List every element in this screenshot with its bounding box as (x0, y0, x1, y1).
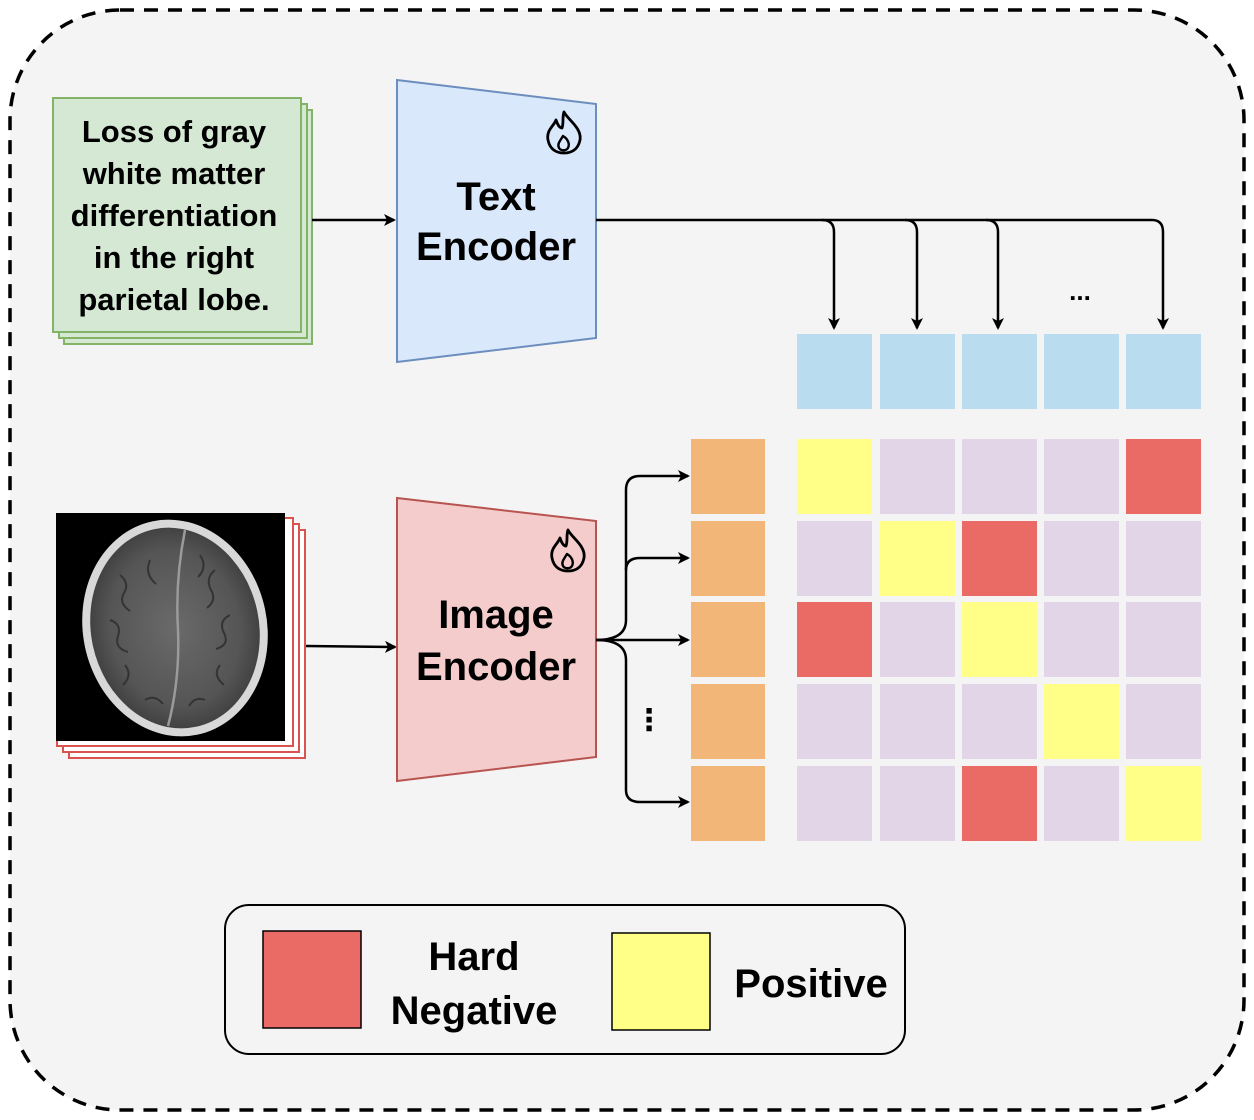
matrix-cell-neutral (1126, 684, 1201, 759)
matrix-cell-neutral (880, 439, 955, 514)
image-embedding-connectors (595, 470, 690, 808)
image-embedding (691, 766, 765, 841)
matrix-cell-neutral (1044, 766, 1119, 841)
legend-box (224, 904, 906, 1055)
matrix-cell-neutral (1044, 602, 1119, 677)
image-embedding (691, 684, 765, 759)
brain-ct-scan (56, 513, 285, 741)
text-encoder-label-1: Text (456, 175, 535, 219)
matrix-cell-positive (880, 521, 955, 596)
text-input-line-4: in the right (94, 240, 254, 275)
matrix-cell-neutral (797, 766, 872, 841)
text-input-line-2: white matter (82, 156, 266, 191)
matrix-cell-hard-negative (797, 602, 872, 677)
matrix-cell-neutral (1126, 602, 1201, 677)
matrix-cell-hard-negative (962, 521, 1037, 596)
image-embedding (691, 602, 765, 677)
legend-positive-label: Positive (734, 962, 887, 1006)
text-input-line-3: differentiation (71, 198, 278, 233)
text-embeddings-row (797, 334, 1201, 409)
matrix-cell-neutral (1044, 439, 1119, 514)
flame-icon (550, 528, 586, 573)
matrix-cell-positive (1126, 766, 1201, 841)
text-input-line-1: Loss of gray (82, 114, 267, 149)
matrix-cell-neutral (1126, 521, 1201, 596)
legend-hard-negative-label-1: Hard (428, 935, 519, 979)
text-embedding (797, 334, 872, 409)
text-embedding (880, 334, 955, 409)
text-embedding (962, 334, 1037, 409)
text-embedding (1044, 334, 1119, 409)
text-embedding (1126, 334, 1201, 409)
matrix-cell-neutral (1044, 521, 1119, 596)
text-embedding-connectors (596, 218, 1169, 330)
image-embedding (691, 439, 765, 514)
matrix-cell-neutral (797, 521, 872, 596)
matrix-cell-neutral (797, 684, 872, 759)
image-embedding-ellipsis: ⋮ (634, 704, 664, 737)
matrix-cell-neutral (880, 766, 955, 841)
similarity-matrix (797, 439, 1201, 841)
text-input-line-5: parietal lobe. (78, 282, 269, 317)
text-encoder-label-2: Encoder (416, 225, 576, 269)
matrix-cell-neutral (962, 684, 1037, 759)
image-encoder-label-2: Encoder (416, 645, 576, 689)
text-embedding-ellipsis: ... (1069, 276, 1091, 306)
legend-positive-swatch (611, 932, 711, 1031)
image-encoder: Image Encoder (396, 496, 597, 783)
matrix-cell-positive (1044, 684, 1119, 759)
legend-hard-negative-swatch (262, 930, 362, 1029)
legend-hard-negative-label-2: Negative (391, 989, 558, 1033)
text-input-stack: Loss of gray white matter differentiatio… (52, 97, 313, 345)
image-embedding (691, 521, 765, 596)
ct-image-stack (56, 513, 306, 759)
image-encoder-label-1: Image (438, 593, 554, 637)
matrix-cell-positive (962, 602, 1037, 677)
image-embeddings-column (691, 439, 765, 841)
matrix-cell-hard-negative (1126, 439, 1201, 514)
legend: Hard Negative Positive (224, 904, 906, 1055)
text-encoder: Text Encoder (396, 78, 597, 364)
matrix-cell-neutral (880, 602, 955, 677)
matrix-cell-neutral (880, 684, 955, 759)
matrix-cell-hard-negative (962, 766, 1037, 841)
matrix-cell-positive (797, 439, 872, 514)
flame-icon (546, 110, 582, 155)
image-to-encoder-arrow (305, 640, 397, 653)
matrix-cell-neutral (962, 439, 1037, 514)
